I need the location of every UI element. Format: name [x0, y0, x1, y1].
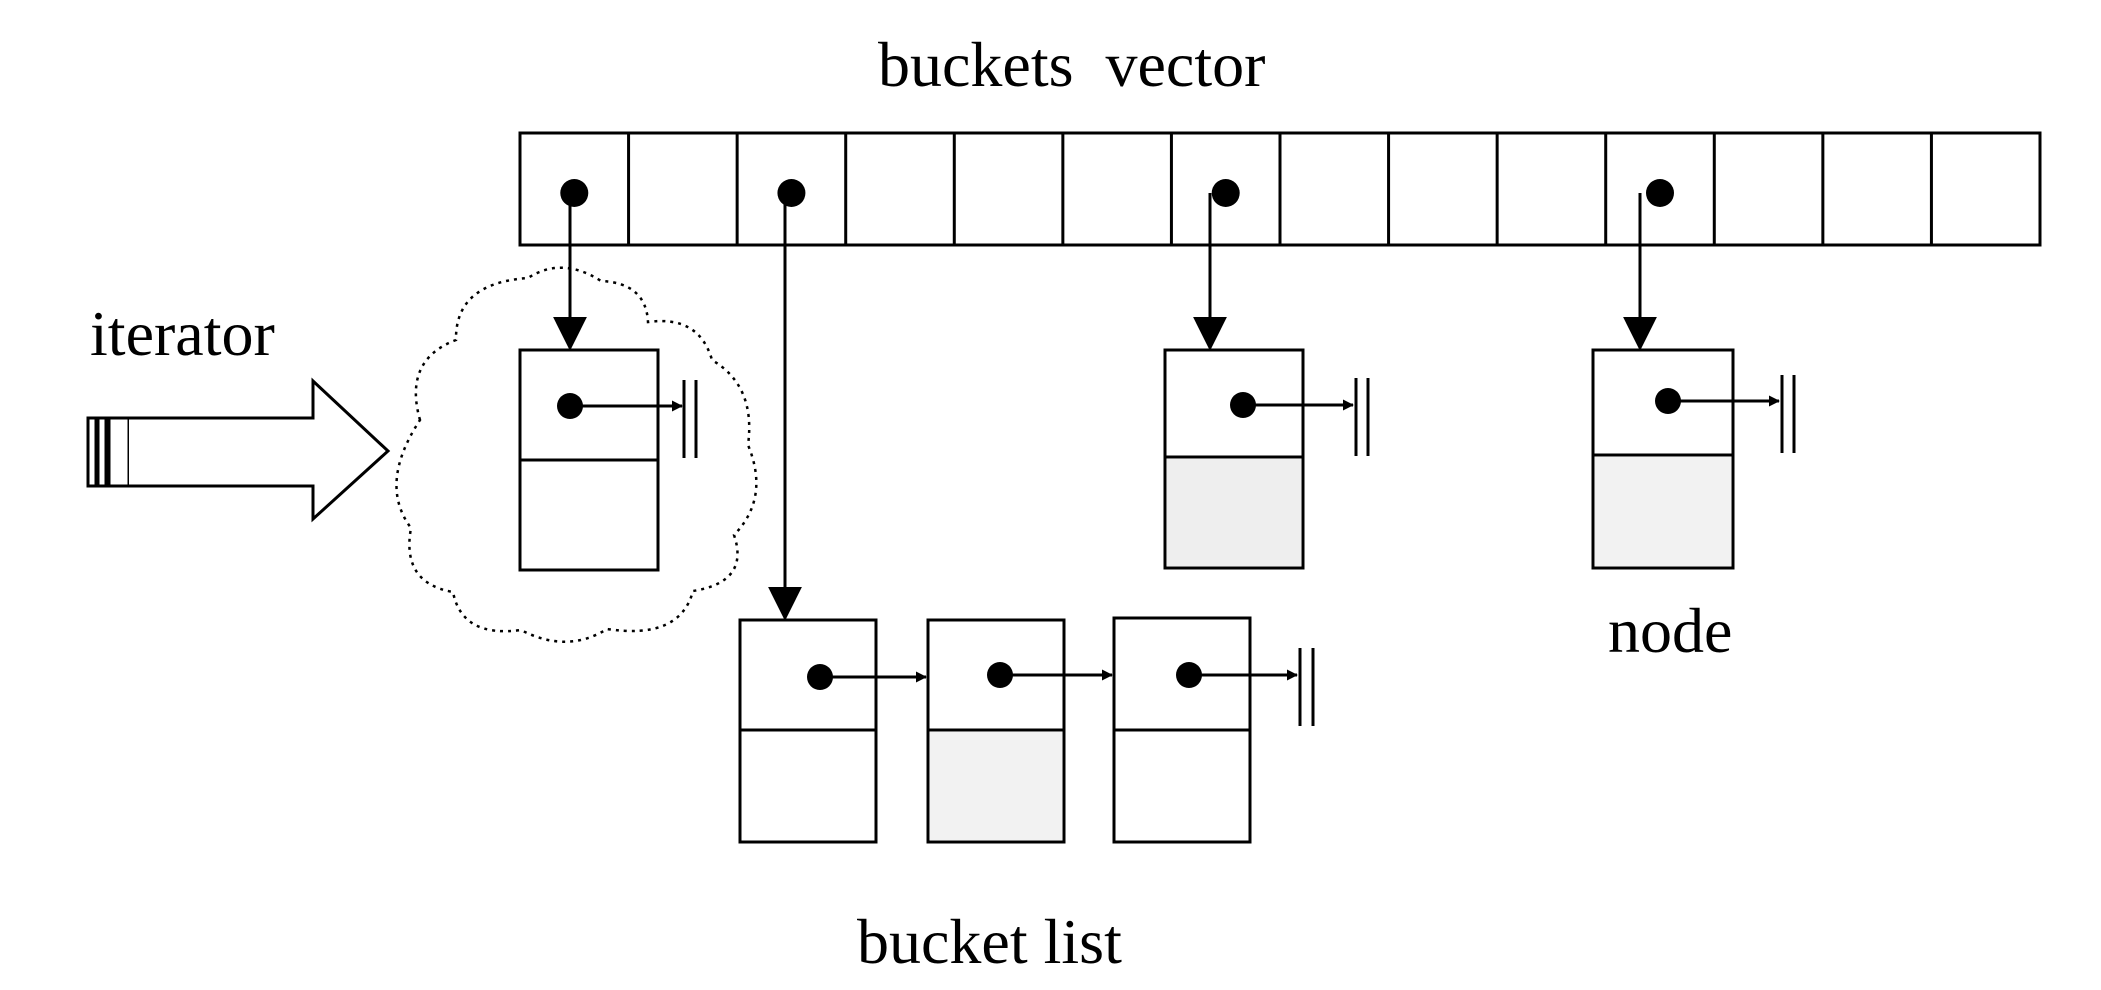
list-node-1: [738, 618, 927, 844]
bucket-6-dot: [1211, 179, 1240, 207]
bucket-0-dot: [560, 179, 589, 207]
bucket-pointers: [553, 193, 1657, 621]
buckets-vector-label: buckets vector: [878, 29, 1265, 100]
bucket-list: [738, 616, 1315, 844]
node-bucket-6: [1163, 348, 1370, 570]
iterator-label: iterator: [90, 298, 275, 369]
list-node-3: [1112, 616, 1315, 844]
node-value-field: [930, 732, 1062, 840]
node-bucket-0: [518, 348, 698, 572]
iterator-tail-bar-2: [96, 416, 108, 488]
buckets-vector: [518, 131, 2042, 247]
iterator-tail-bar-1: [86, 416, 98, 488]
bucket-dividers: [627, 133, 1933, 245]
bucket-10-dot: [1646, 179, 1674, 207]
node-bucket-10: [1591, 348, 1796, 570]
node-value-field: [1595, 457, 1731, 566]
iterator-tail-bar-3: [107, 416, 131, 488]
node-label: node: [1608, 595, 1732, 666]
bucket-list-label: bucket list: [857, 906, 1122, 977]
list-node-2: [926, 618, 1113, 844]
node-value-field: [1167, 459, 1301, 566]
iterator-arrow-body: [129, 377, 391, 523]
bucket-2-dot: [777, 179, 806, 207]
iterator-arrow: [86, 377, 391, 523]
